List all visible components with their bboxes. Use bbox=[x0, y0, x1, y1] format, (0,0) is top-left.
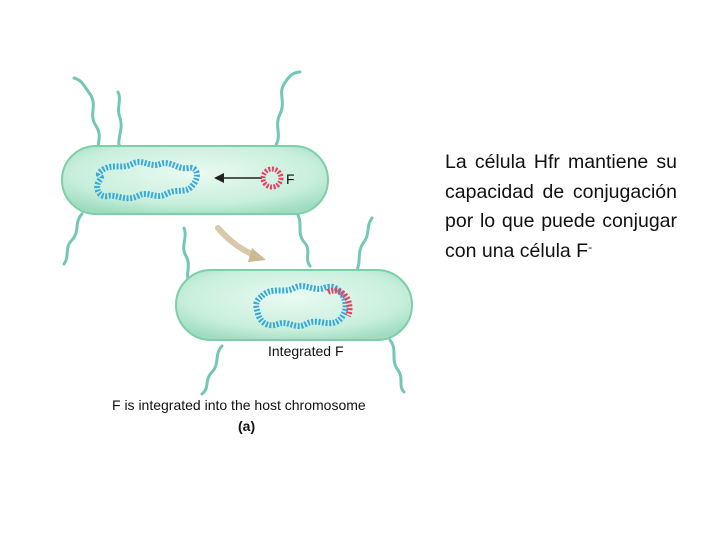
label-integrated-f: Integrated F bbox=[268, 343, 344, 359]
panel-label: (a) bbox=[238, 418, 255, 434]
upper-cell: F bbox=[62, 146, 328, 214]
description-body: La célula Hfr mantiene su capacidad de c… bbox=[445, 151, 677, 262]
label-f: F bbox=[286, 171, 295, 187]
description-text: La célula Hfr mantiene su capacidad de c… bbox=[445, 148, 677, 266]
lower-cell: Integrated F bbox=[176, 270, 412, 359]
transition-arrow bbox=[218, 228, 266, 262]
description-superscript: - bbox=[588, 240, 592, 254]
figure-caption: F is integrated into the host chromosome bbox=[112, 397, 366, 413]
